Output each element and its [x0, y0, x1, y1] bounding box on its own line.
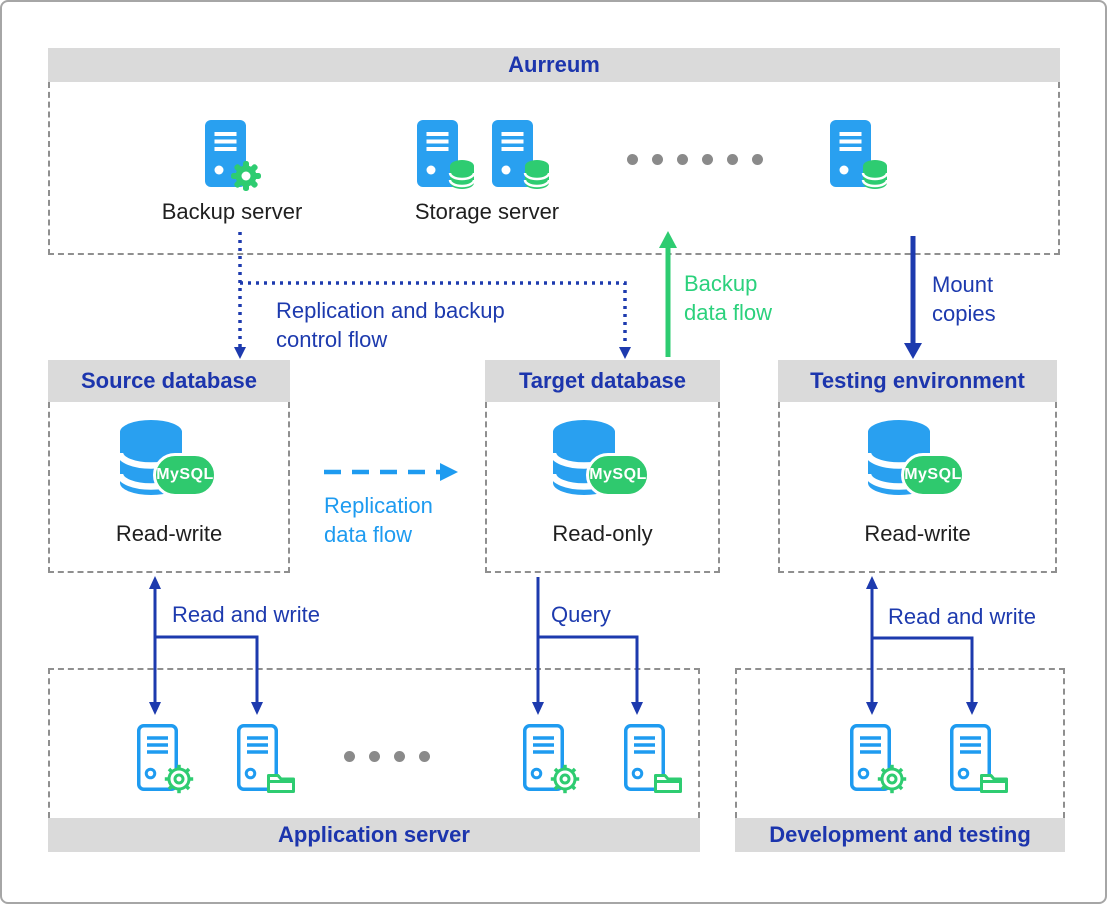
mysql-database-icon: MySQL: [553, 420, 653, 499]
ellipsis-dot: [752, 154, 763, 165]
ellipsis-dot: [677, 154, 688, 165]
target-mode-label: Read-only: [552, 521, 653, 546]
testing-mode-label: Read-write: [864, 521, 971, 546]
ellipsis-dot: [627, 154, 638, 165]
ellipsis-dot: [702, 154, 713, 165]
mysql-database-icon: MySQL: [868, 420, 968, 499]
application-server-title: Application server: [48, 818, 700, 852]
mysql-badge: MySQL: [153, 453, 217, 497]
storage-server-icon: [492, 120, 552, 190]
ellipsis-dots: [344, 751, 430, 762]
storage-server-label: Storage server: [414, 199, 560, 224]
ellipsis-dot: [652, 154, 663, 165]
source-database-title: Source database: [48, 360, 290, 402]
aurreum-panel-title: Aurreum: [48, 48, 1060, 82]
replication-data-flow-arrow: [324, 463, 458, 481]
backup-server-icon: [205, 120, 267, 192]
backup-server-label: Backup server: [161, 199, 303, 224]
server-database-icon: [830, 120, 890, 190]
development-testing-title: Development and testing: [735, 818, 1065, 852]
server-gear-icon: [850, 722, 910, 796]
server-folder-icon: [237, 722, 299, 796]
read-write-right-label: Read and write: [888, 604, 1036, 629]
mysql-badge: MySQL: [586, 453, 650, 497]
storage-server-icon: [417, 120, 477, 190]
mysql-badge: MySQL: [901, 453, 965, 497]
backup-data-flow-label: Backup data flow: [684, 271, 773, 325]
mount-copies-label: Mount copies: [932, 272, 996, 326]
replication-control-flow-label: Replication and backup control flow: [276, 298, 505, 352]
ellipsis-dot: [369, 751, 380, 762]
replication-data-flow-label: Replication data flow: [324, 493, 433, 547]
read-write-left-label: Read and write: [172, 602, 320, 627]
server-folder-icon: [624, 722, 686, 796]
target-database-title: Target database: [485, 360, 720, 402]
testing-environment-title: Testing environment: [778, 360, 1057, 402]
ellipsis-dot: [419, 751, 430, 762]
ellipsis-dots: [627, 154, 763, 165]
source-mode-label: Read-write: [115, 521, 223, 546]
query-label: Query: [551, 602, 611, 627]
mysql-database-icon: MySQL: [120, 420, 220, 499]
ellipsis-dot: [344, 751, 355, 762]
ellipsis-dot: [727, 154, 738, 165]
server-gear-icon: [523, 722, 583, 796]
ellipsis-dot: [394, 751, 405, 762]
server-folder-icon: [950, 722, 1012, 796]
server-gear-icon: [137, 722, 197, 796]
aurreum-panel-body: [48, 82, 1060, 255]
